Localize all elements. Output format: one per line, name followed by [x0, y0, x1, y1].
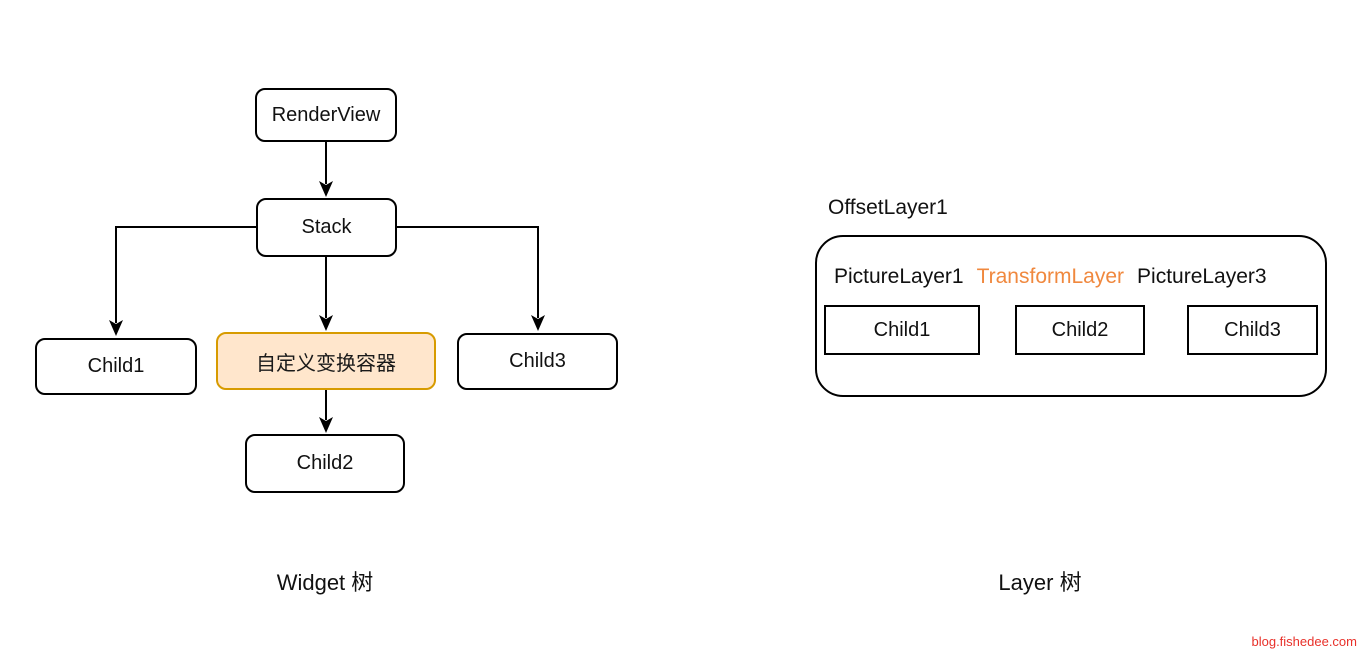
stack-node: Stack: [256, 198, 397, 257]
arrow-stack-to-child1: [115, 226, 256, 323]
arrowhead-icon: [319, 417, 333, 433]
layer-child3-label: Child3: [1224, 318, 1281, 341]
offset-layer-label: OffsetLayer1: [828, 196, 948, 219]
layer-child3-box: Child3: [1187, 305, 1318, 355]
widget-child3-node: Child3: [457, 333, 618, 390]
transform-container-node: 自定义变换容器: [216, 332, 436, 390]
watermark: blog.fishedee.com: [1251, 634, 1357, 649]
renderview-node: RenderView: [255, 88, 397, 142]
renderview-label: RenderView: [271, 103, 381, 126]
arrowhead-icon: [109, 320, 123, 336]
layer-child1-label: Child1: [873, 318, 931, 341]
arrowhead-icon: [319, 315, 333, 331]
layer-child2-box: Child2: [1015, 305, 1145, 355]
stack-label: Stack: [301, 216, 352, 238]
arrow-stack-to-child3: [397, 226, 539, 318]
widget-child1-node: Child1: [35, 338, 197, 395]
widget-child1-label: Child1: [87, 355, 145, 377]
layer-child2-label: Child2: [1051, 318, 1109, 341]
layer-tree-caption: Layer 树: [998, 570, 1082, 595]
widget-child2-node: Child2: [245, 434, 405, 493]
arrowhead-icon: [319, 181, 333, 197]
layer-labels-row: PictureLayer1 TransformLayer PictureLaye…: [834, 265, 1267, 289]
widget-tree-caption: Widget 树: [276, 570, 374, 595]
arrowhead-icon: [531, 315, 545, 331]
offset-layer-frame: PictureLayer1 TransformLayer PictureLaye…: [815, 235, 1327, 397]
widget-child3-label: Child3: [509, 350, 566, 372]
transform-container-label: 自定义变换容器: [256, 352, 396, 375]
transform-layer-label: TransformLayer: [976, 265, 1125, 288]
widget-child2-label: Child2: [296, 452, 354, 474]
layer-child1-box: Child1: [824, 305, 980, 355]
picture-layer3-label: PictureLayer3: [1137, 265, 1267, 288]
picture-layer1-label: PictureLayer1: [834, 265, 964, 288]
